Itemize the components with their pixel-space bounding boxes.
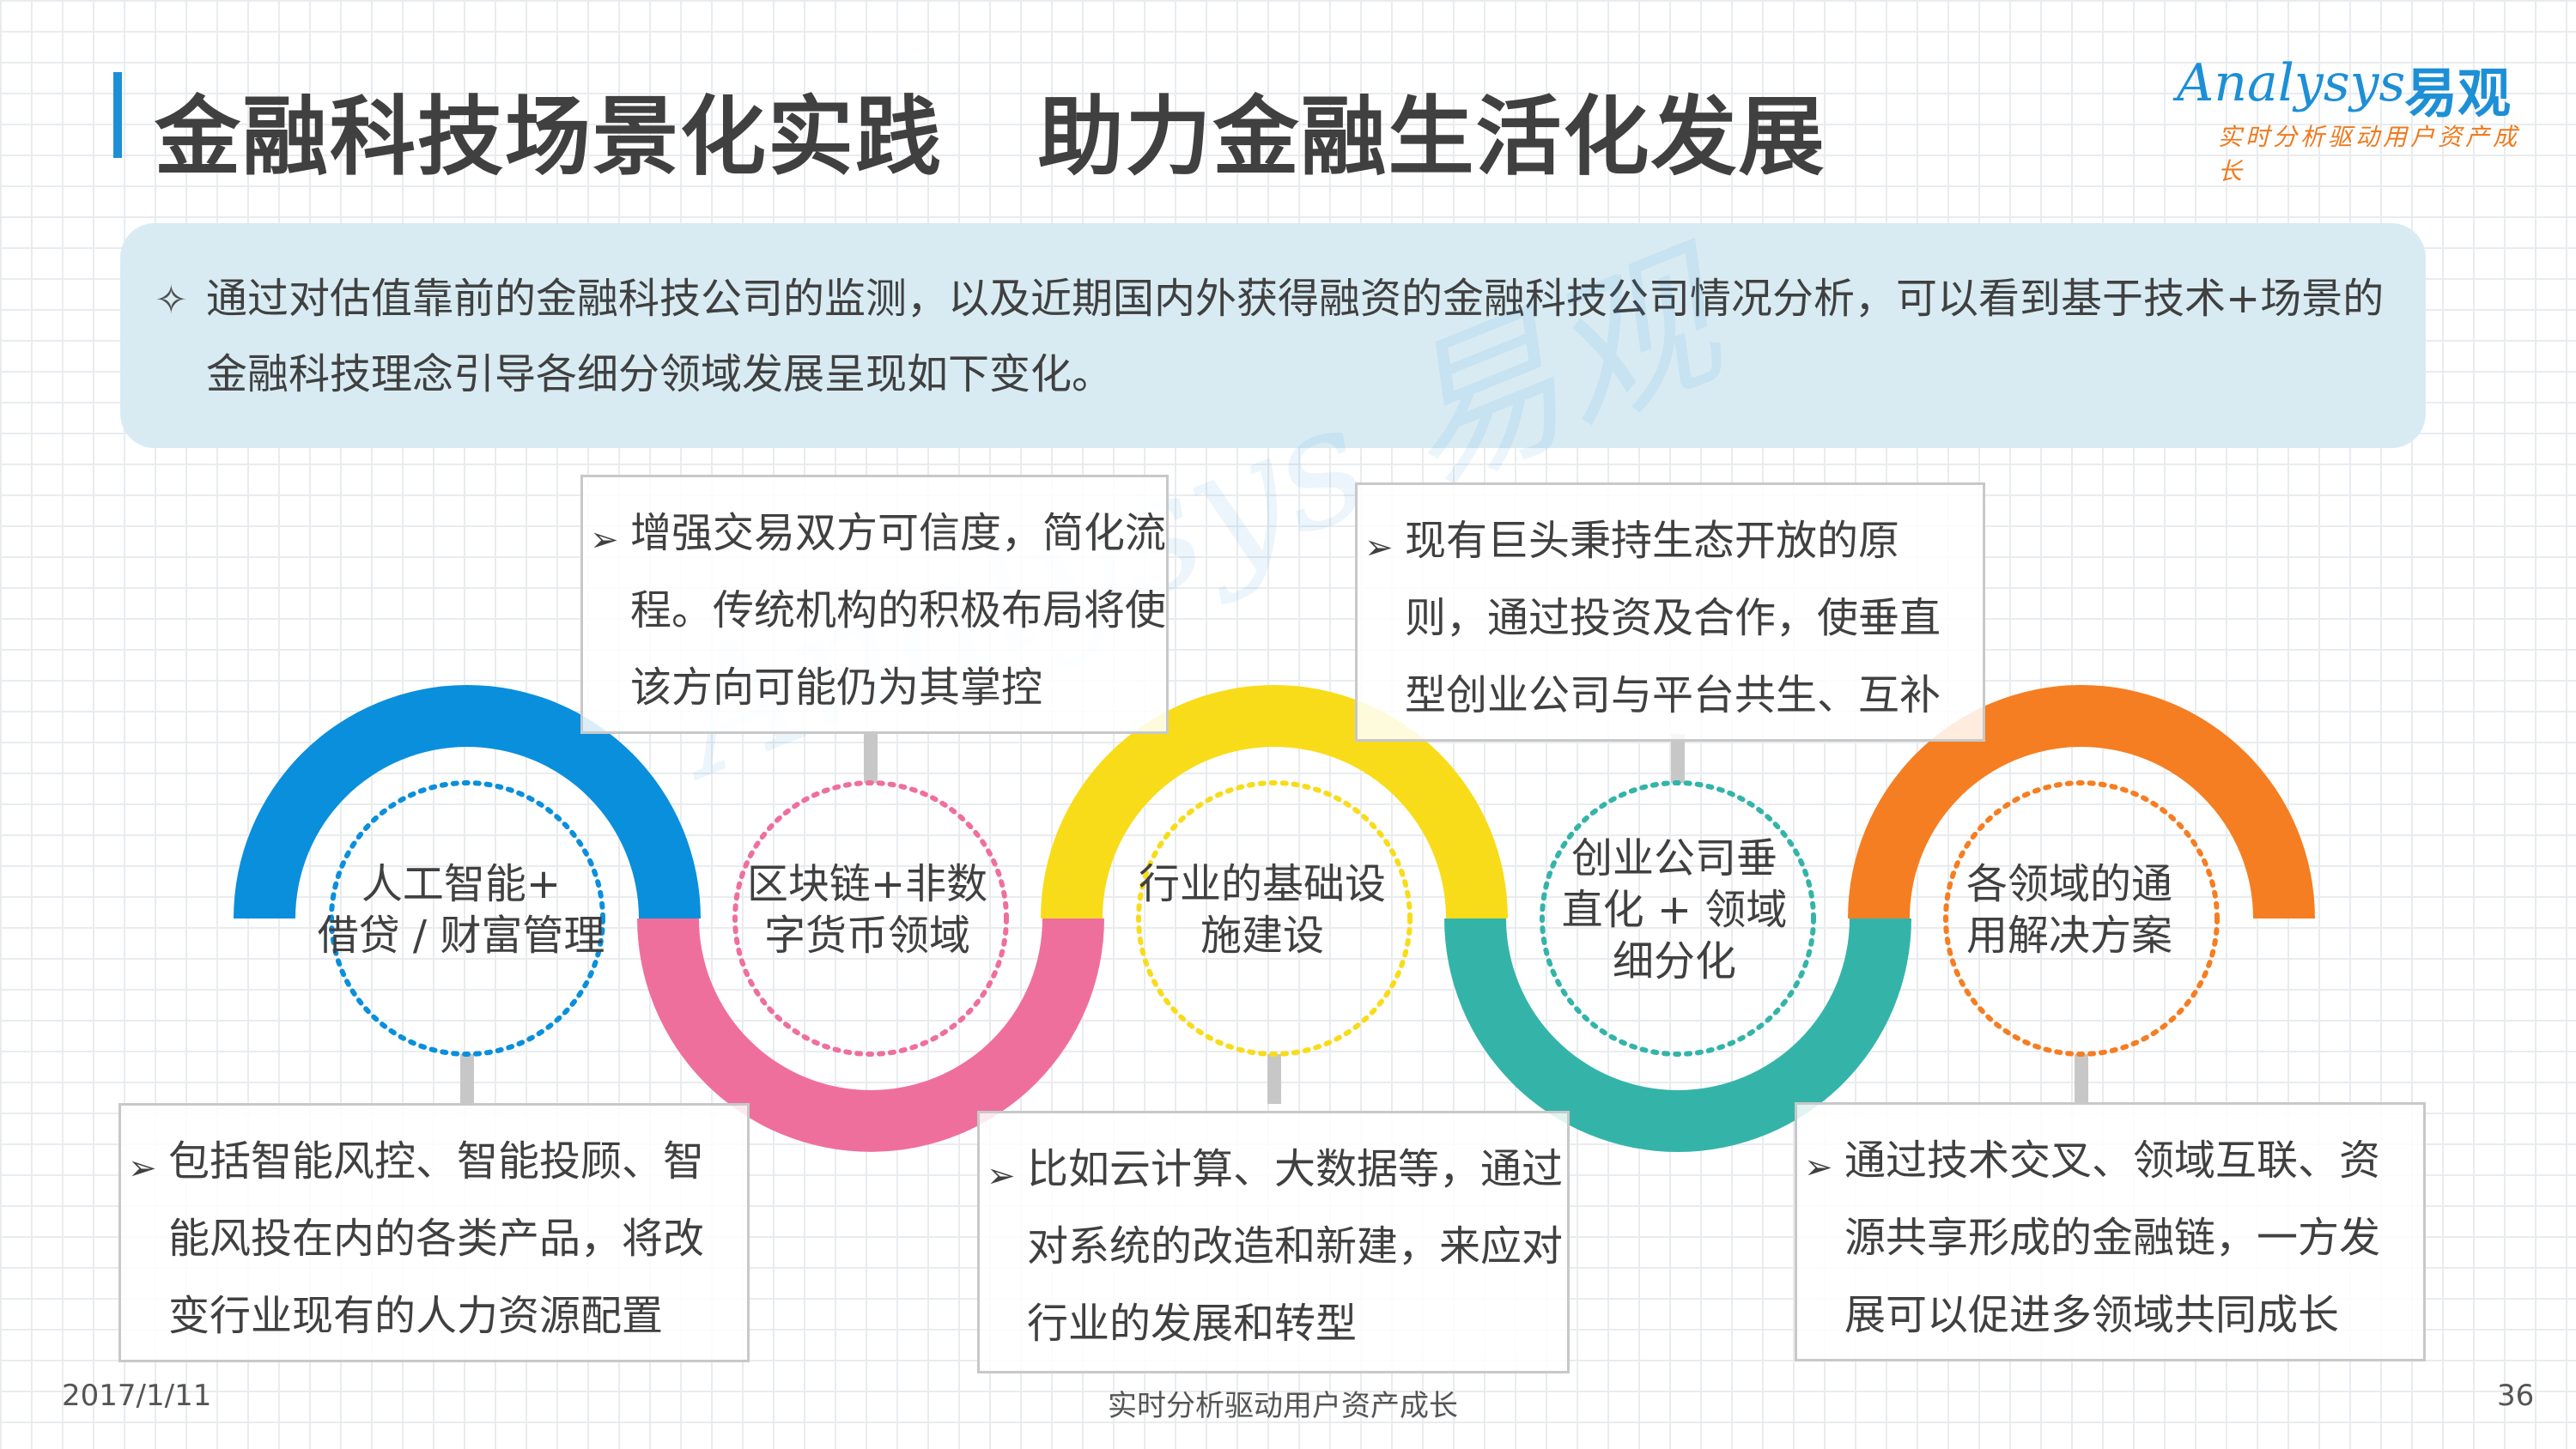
logo-wordmark: Analysys	[2177, 53, 2406, 113]
arrow-bullet-icon: ➢	[128, 1149, 157, 1188]
node-label-text: 人工智能+ 借贷 / 财富管理	[317, 860, 605, 960]
node-label-text: 各领域的通 用解决方案	[1965, 860, 2172, 960]
node-label-startups: 创业公司垂 直化 + 领域 细分化	[1546, 833, 1803, 987]
arrow-bullet-icon: ➢	[987, 1156, 1016, 1196]
dotted-ring	[1136, 780, 1413, 1057]
logo-chinese: 易观	[2404, 62, 2512, 124]
connector-stem	[1267, 1054, 1281, 1104]
node-label-text: 行业的基础设 施建设	[1138, 860, 1386, 960]
dotted-ring	[732, 780, 1009, 1057]
node-label-text: 区块链+非数 字货币领域	[746, 860, 988, 960]
logo-tagline: 实时分析驱动用户资产成长	[2218, 123, 2521, 185]
dotted-ring	[1943, 780, 2220, 1057]
arrow-bullet-icon: ➢	[590, 520, 619, 560]
analysys-logo: Analysys 易观 实时分析驱动用户资产成长	[2177, 53, 2537, 185]
footer-tagline: 实时分析驱动用户资产成长	[1108, 1389, 1458, 1423]
arc-blue	[234, 685, 701, 919]
arc-pink	[637, 919, 1104, 1152]
callout-text: 比如云计算、大数据等，通过对系统的改造和新建，来应对行业的发展和转型	[1027, 1145, 1564, 1348]
diamond-bullet-icon: ✧	[155, 276, 188, 323]
callout-infrastructure: ➢ 比如云计算、大数据等，通过对系统的改造和新建，来应对行业的发展和转型	[977, 1111, 1570, 1373]
dotted-ring	[329, 780, 605, 1057]
node-label-blockchain: 区块链+非数 字货币领域	[738, 858, 996, 961]
node-label-ai-lending: 人工智能+ 借贷 / 财富管理	[302, 858, 620, 961]
intro-box: ✧ 通过对估值靠前的金融科技公司的监测，以及近期国内外获得融资的金融科技公司情况…	[120, 223, 2426, 448]
connector-stem	[1671, 734, 1685, 783]
connector-stem	[460, 1054, 474, 1104]
intro-text: 通过对估值靠前的金融科技公司的监测，以及近期国内外获得融资的金融科技公司情况分析…	[206, 275, 2385, 398]
node-label-infrastructure: 行业的基础设 施建设	[1133, 858, 1391, 961]
connector-stem	[2075, 1054, 2088, 1104]
callout-general-solutions: ➢ 通过技术交叉、领域互联、资源共享形成的金融链，一方发展可以促进多领域共同成长	[1795, 1102, 2426, 1361]
callout-text: 现有巨头秉持生态开放的原则，通过投资及合作，使垂直型创业公司与平台共生、互补	[1405, 517, 1941, 719]
arc-orange	[1848, 685, 2315, 919]
callout-startups: ➢ 现有巨头秉持生态开放的原则，通过投资及合作，使垂直型创业公司与平台共生、互补	[1355, 482, 1985, 742]
callout-text: 包括智能风控、智能投顾、智能风投在内的各类产品，将改变行业现有的人力资源配置	[168, 1137, 705, 1340]
connector-stem	[864, 734, 878, 783]
title-accent-bar	[113, 72, 122, 158]
arrow-bullet-icon: ➢	[1364, 528, 1394, 567]
callout-blockchain: ➢ 增强交易双方可信度，简化流程。传统机构的积极布局将使该方向可能仍为其掌控	[580, 475, 1169, 734]
arc-teal	[1444, 919, 1911, 1152]
callout-text: 增强交易双方可信度，简化流程。传统机构的积极布局将使该方向可能仍为其掌控	[630, 509, 1167, 712]
page-title: 金融科技场景化实践 助力金融生活化发展	[155, 87, 1826, 187]
callout-ai-lending: ➢ 包括智能风控、智能投顾、智能风投在内的各类产品，将改变行业现有的人力资源配置	[118, 1103, 750, 1362]
dotted-ring	[1540, 780, 1816, 1057]
callout-text: 通过技术交叉、领域互联、资源共享形成的金融链，一方发展可以促进多领域共同成长	[1844, 1137, 2381, 1339]
node-label-general-solutions: 各领域的通 用解决方案	[1941, 858, 2198, 961]
arc-yellow	[1041, 685, 1508, 919]
footer-date: 2017/1/11	[62, 1379, 212, 1413]
arrow-bullet-icon: ➢	[1804, 1148, 1833, 1187]
page-number: 36	[2497, 1379, 2535, 1413]
node-label-text: 创业公司垂 直化 + 领域 细分化	[1561, 834, 1788, 985]
